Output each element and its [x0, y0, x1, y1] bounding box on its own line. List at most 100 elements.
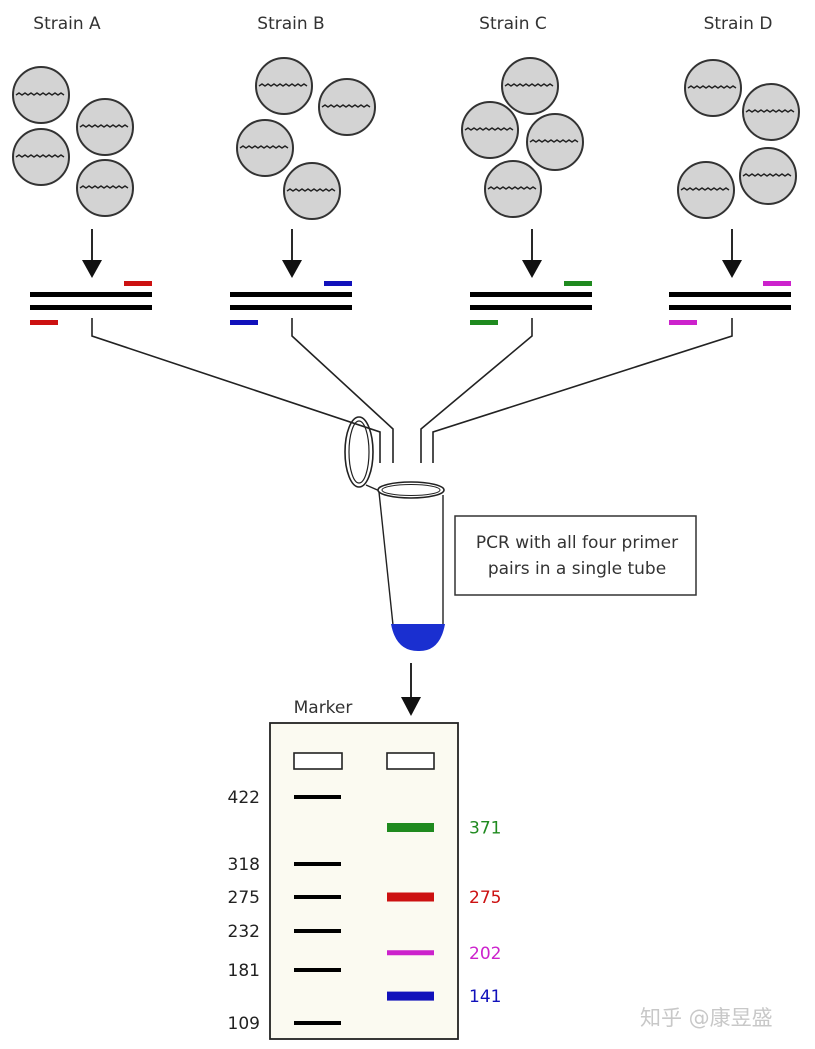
connector-line-b	[291, 318, 394, 463]
marker-size-label: 232	[228, 922, 260, 942]
reverse-primer	[324, 281, 352, 286]
dna-duplex	[30, 281, 152, 325]
strain-a-label: Strain A	[33, 14, 101, 34]
marker-bands: 422 318 275 232 181 109	[228, 788, 341, 1034]
marker-size-label: 275	[228, 888, 260, 908]
chromosome-icon	[687, 85, 737, 89]
reverse-primer	[763, 281, 791, 286]
sample-well	[386, 752, 435, 770]
reverse-primer	[564, 281, 592, 286]
connector-line-c	[420, 318, 533, 463]
chromosome-icon	[487, 186, 537, 190]
down-arrow-icon	[82, 229, 102, 278]
dna-duplex	[669, 281, 791, 325]
sample-size-label: 371	[469, 818, 501, 838]
pcr-tube	[344, 416, 445, 652]
sample-band	[387, 822, 434, 832]
sample-band	[387, 991, 434, 1001]
marker-well	[293, 752, 343, 770]
cell	[318, 78, 376, 136]
marker-band	[294, 795, 341, 799]
dna-strand	[470, 305, 592, 310]
tube-rim	[377, 481, 445, 499]
dna-strand	[30, 305, 152, 310]
cell	[501, 57, 559, 115]
cell	[684, 59, 742, 117]
bacterial-cells	[12, 57, 800, 220]
down-arrow-icon	[282, 229, 302, 278]
connector-line-d	[432, 318, 733, 463]
cell	[236, 119, 294, 177]
chromosome-icon	[286, 188, 336, 192]
marker-size-label: 422	[228, 788, 260, 808]
marker-band	[294, 929, 341, 933]
dna-strand	[30, 292, 152, 297]
cell	[76, 159, 134, 217]
down-arrow-icon	[722, 229, 742, 278]
chromosome-icon	[239, 145, 289, 149]
down-arrow-icon	[522, 229, 542, 278]
strain-b-label: Strain B	[257, 14, 324, 34]
marker-size-label: 109	[228, 1014, 260, 1034]
reverse-primer	[124, 281, 152, 286]
forward-primer	[230, 320, 258, 325]
chromosome-icon	[680, 187, 730, 191]
marker-band	[294, 1021, 341, 1025]
gel-box	[269, 722, 459, 1040]
marker-band	[294, 968, 341, 972]
forward-primer	[470, 320, 498, 325]
forward-primer	[669, 320, 697, 325]
dna-strand	[669, 305, 791, 310]
chromosome-icon	[321, 104, 371, 108]
pcr-note-line2: pairs in a single tube	[488, 559, 666, 579]
chromosome-icon	[745, 109, 795, 113]
dna-strand	[669, 292, 791, 297]
sample-band	[387, 950, 434, 956]
connector-lines	[91, 318, 733, 463]
forward-primer	[30, 320, 58, 325]
strain-arrows	[82, 229, 742, 278]
cell	[76, 98, 134, 156]
chromosome-icon	[529, 139, 579, 143]
chromosome-icon	[742, 173, 792, 177]
cell	[677, 161, 735, 219]
chromosome-icon	[504, 83, 554, 87]
cell	[12, 128, 70, 186]
chromosome-icon	[79, 124, 129, 128]
dna-strand	[230, 292, 352, 297]
dna-strand	[470, 292, 592, 297]
marker-label: Marker	[294, 698, 353, 718]
marker-band	[294, 895, 341, 899]
marker-band	[294, 862, 341, 866]
pcr-note-box: PCR with all four primer pairs in a sing…	[454, 515, 697, 596]
strain-d-label: Strain D	[704, 14, 773, 34]
marker-size-label: 318	[228, 855, 260, 875]
tube-to-gel-arrow	[401, 663, 421, 716]
cell	[461, 101, 519, 159]
cell	[526, 113, 584, 171]
connector-line-a	[91, 318, 381, 463]
cell	[739, 147, 797, 205]
dna-strand	[230, 305, 352, 310]
strain-c-label: Strain C	[479, 14, 547, 34]
sample-size-label: 275	[469, 888, 501, 908]
chromosome-icon	[258, 83, 308, 87]
marker-size-label: 181	[228, 961, 260, 981]
cell	[255, 57, 313, 115]
cell	[484, 160, 542, 218]
chromosome-icon	[15, 92, 65, 96]
chromosome-icon	[15, 154, 65, 158]
tube-liquid	[391, 624, 445, 652]
pcr-note-line1: PCR with all four primer	[476, 533, 678, 553]
sample-band	[387, 892, 434, 902]
chromosome-icon	[79, 185, 129, 189]
cell	[12, 66, 70, 124]
dna-duplex	[470, 281, 592, 325]
tube-lid	[344, 416, 374, 488]
cell	[283, 162, 341, 220]
watermark: 知乎 @康昱盛	[640, 1006, 773, 1030]
dna-templates	[30, 281, 791, 325]
sample-size-label: 141	[469, 987, 501, 1007]
